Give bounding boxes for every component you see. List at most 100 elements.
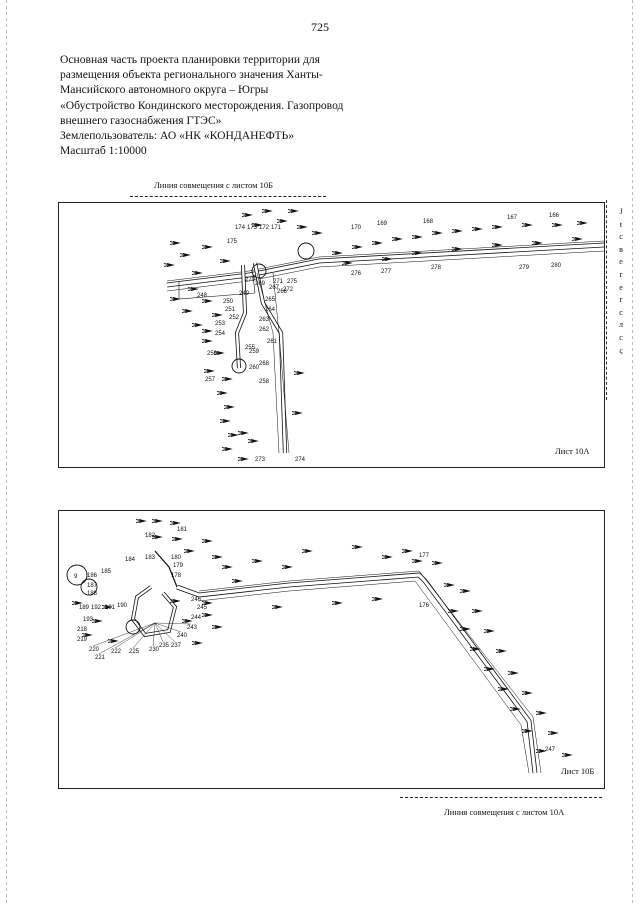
point-label-276: 276 xyxy=(351,271,362,277)
vegetation-symbol xyxy=(371,240,383,246)
point-label-188: 188 xyxy=(87,591,98,597)
vegetation-symbol xyxy=(271,604,283,610)
point-label-167: 167 xyxy=(507,215,518,221)
node-circle xyxy=(231,358,247,374)
scan-edge-left xyxy=(6,0,7,905)
vegetation-symbol xyxy=(211,554,223,560)
point-label-268: 268 xyxy=(259,361,270,367)
vegetation-symbol xyxy=(237,430,249,436)
point-label-254: 254 xyxy=(215,331,226,337)
vegetation-symbol xyxy=(191,322,203,328)
vegetation-symbol xyxy=(551,222,563,228)
point-label-240: 240 xyxy=(177,633,188,639)
point-label-248: 248 xyxy=(197,293,208,299)
vegetation-symbol xyxy=(497,686,509,692)
vegetation-symbol xyxy=(443,582,455,588)
vegetation-symbol xyxy=(471,226,483,232)
vegetation-symbol xyxy=(381,256,393,262)
corridor-line xyxy=(198,570,542,774)
vegetation-symbol xyxy=(179,252,191,258)
vegetation-symbol xyxy=(447,608,459,614)
point-label-265: 265 xyxy=(265,297,276,303)
vegetation-symbol xyxy=(221,376,233,382)
corridor-line xyxy=(272,272,290,454)
vegetation-symbol xyxy=(535,710,547,716)
point-label-237: 237 xyxy=(171,643,182,649)
point-label-264: 264 xyxy=(265,307,276,313)
vegetation-symbol xyxy=(301,548,313,554)
vegetation-symbol xyxy=(411,234,423,240)
vegetation-symbol xyxy=(561,752,573,758)
point-label-258: 258 xyxy=(259,379,270,385)
vegetation-symbol xyxy=(231,578,243,584)
vegetation-symbol xyxy=(411,558,423,564)
leader-line xyxy=(154,622,176,643)
leader-line xyxy=(98,622,156,655)
side-char: е xyxy=(619,282,623,292)
point-label-180: 180 xyxy=(171,555,182,561)
corridor-line xyxy=(256,272,280,454)
point-label-191: 191 xyxy=(105,605,116,611)
vegetation-symbol xyxy=(151,534,163,540)
vegetation-symbol xyxy=(219,418,231,424)
vegetation-symbol xyxy=(471,608,483,614)
point-label-269: 269 xyxy=(255,281,266,287)
point-label-218: 218 xyxy=(77,627,88,633)
point-label-222: 222 xyxy=(111,649,122,655)
vegetation-symbol xyxy=(571,236,583,242)
vegetation-symbol xyxy=(483,628,495,634)
vegetation-symbol xyxy=(223,404,235,410)
point-label-245: 245 xyxy=(197,605,208,611)
point-label-279: 279 xyxy=(519,265,530,271)
vegetation-symbol xyxy=(201,600,213,606)
point-label-257: 257 xyxy=(205,377,216,383)
vegetation-symbol xyxy=(371,596,383,602)
vegetation-symbol xyxy=(459,588,471,594)
point-label-185: 185 xyxy=(101,569,112,575)
side-char: ς xyxy=(619,345,623,355)
vegetation-symbol xyxy=(431,560,443,566)
point-label-230: 230 xyxy=(149,647,160,653)
vegetation-symbol xyxy=(351,544,363,550)
header-line: Основная часть проекта планировки террит… xyxy=(60,53,320,66)
vegetation-symbol xyxy=(351,244,363,250)
vegetation-symbol xyxy=(547,730,559,736)
vegetation-symbol xyxy=(201,244,213,250)
point-label-182: 182 xyxy=(145,533,156,539)
point-label-261: 261 xyxy=(267,339,278,345)
vegetation-symbol xyxy=(495,648,507,654)
point-label-262: 262 xyxy=(259,327,270,333)
header-line: внешнего газоснабжения ГТЭС» xyxy=(60,113,222,127)
vegetation-symbol xyxy=(187,286,199,292)
point-label-251: 251 xyxy=(225,307,236,313)
page-number: 725 xyxy=(311,20,329,34)
point-label-193: 193 xyxy=(83,617,94,623)
vegetation-symbol xyxy=(331,600,343,606)
header-line: Мансийского автономного округа – Югры xyxy=(60,83,269,97)
point-label-280: 280 xyxy=(551,263,562,269)
pad-outline xyxy=(178,274,256,300)
point-label-250: 250 xyxy=(223,299,234,305)
scan-edge-right xyxy=(632,0,633,905)
vegetation-symbol xyxy=(296,224,308,230)
side-column-border xyxy=(606,200,607,400)
point-label-267: 267 xyxy=(269,285,280,291)
corridor-line xyxy=(198,580,530,774)
vegetation-symbol xyxy=(201,612,213,618)
point-label-244: 244 xyxy=(191,615,202,621)
point-label-272: 272 xyxy=(283,287,294,293)
point-label-247: 247 xyxy=(545,747,556,753)
vegetation-symbol xyxy=(181,308,193,314)
vegetation-symbol xyxy=(151,518,163,524)
vegetation-symbol xyxy=(381,554,393,560)
vegetation-symbol xyxy=(191,640,203,646)
document-header: Основная часть проекта планировки террит… xyxy=(60,52,390,158)
point-label-172: 172 xyxy=(259,225,270,231)
vegetation-symbol xyxy=(219,258,231,264)
vegetation-symbol xyxy=(411,250,423,256)
numbered-circle xyxy=(66,564,88,586)
point-label-178: 178 xyxy=(171,573,182,579)
match-line-label-top: Линия совмещения с листом 10Б xyxy=(154,180,273,190)
